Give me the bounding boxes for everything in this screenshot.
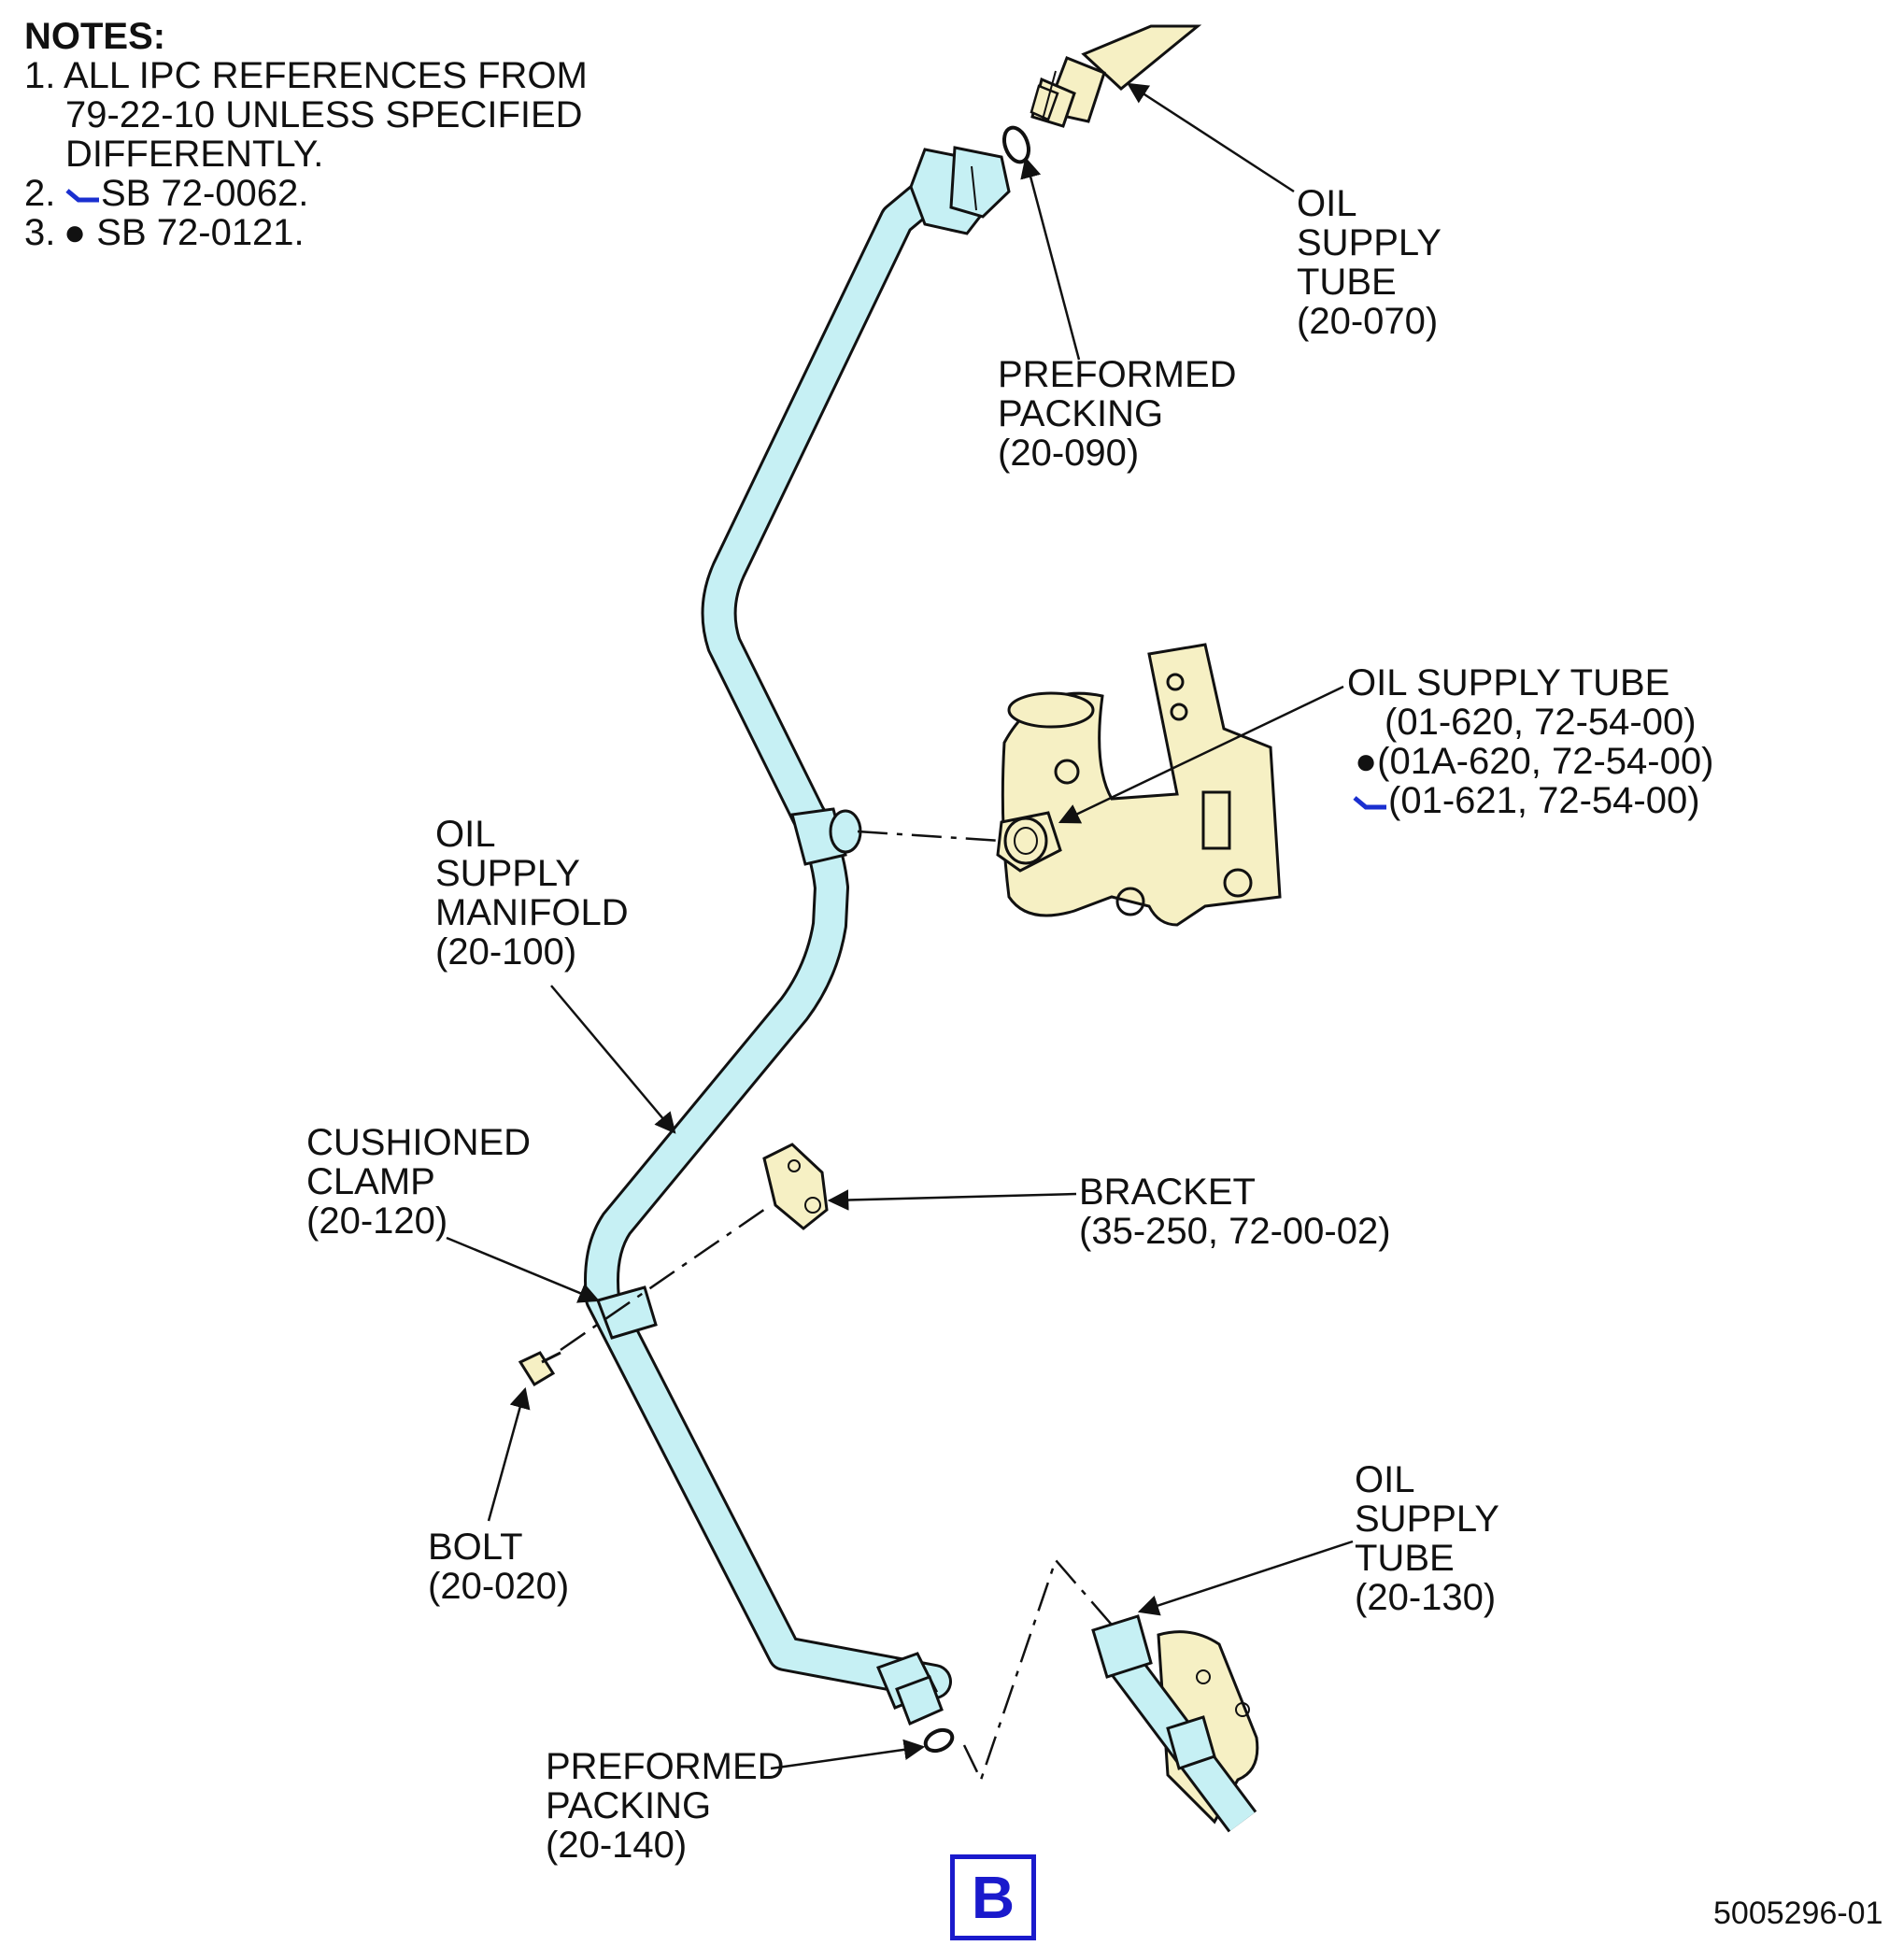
label-line: (01-621, 72-54-00) [1388, 780, 1700, 821]
label-line: (01-620, 72-54-00) [1385, 702, 1697, 743]
label-bracket-35-250: BRACKET (35-250, 72-00-02) [1079, 1172, 1391, 1251]
label-line: OIL [435, 814, 496, 855]
document-number: 5005296-01 [1713, 1896, 1883, 1931]
note-2: 2. SB 72-0062. [24, 174, 588, 213]
preformed-packing-top-part [1001, 125, 1031, 164]
label-line: (20-020) [428, 1566, 570, 1607]
note-3: 3.● SB 72-0121. [24, 213, 588, 252]
oil-supply-tube-bottom-part [1091, 1614, 1259, 1833]
note-3-number: 3. [24, 212, 56, 253]
label-line: (20-130) [1355, 1577, 1497, 1618]
label-oil-supply-tube-20-070: OIL SUPPLY TUBE (20-070) [1297, 184, 1442, 341]
black-dot-icon: ● [1355, 741, 1378, 782]
label-line: CUSHIONED [306, 1122, 532, 1163]
oil-supply-manifold-part [584, 146, 1011, 1726]
label-line: (20-070) [1297, 301, 1439, 342]
note-1-line-2: 79-22-10 UNLESS SPECIFIED [65, 94, 583, 135]
label-line: BOLT [428, 1527, 523, 1568]
label-line: (01A-620, 72-54-00) [1377, 741, 1714, 782]
label-oil-supply-tube-20-130: OIL SUPPLY TUBE (20-130) [1355, 1460, 1499, 1617]
label-line: OIL SUPPLY TUBE [1347, 662, 1670, 703]
label-line: PREFORMED [998, 354, 1237, 395]
note-1-number: 1. [24, 55, 56, 96]
label-line: (20-100) [435, 931, 577, 973]
label-line: OIL [1297, 183, 1357, 224]
label-line: SUPPLY [1297, 222, 1442, 263]
leader-lines [446, 82, 1354, 1770]
black-dot-icon: ● [64, 212, 97, 253]
label-preformed-packing-20-140: PREFORMED PACKING (20-140) [546, 1747, 785, 1865]
label-line: (20-140) [546, 1825, 688, 1866]
note-1: 1.ALL IPC REFERENCES FROM [24, 56, 588, 95]
note-2-number: 2. [24, 173, 56, 214]
label-line: BRACKET [1079, 1172, 1256, 1213]
preformed-packing-bottom-part [923, 1727, 955, 1754]
label-line: (35-250, 72-00-02) [1079, 1211, 1391, 1252]
note-1-line-3: DIFFERENTLY. [65, 134, 324, 175]
label-cushioned-clamp-20-120: CUSHIONED CLAMP (20-120) [306, 1123, 531, 1241]
view-label-box: B [950, 1854, 1036, 1940]
label-line: (20-090) [998, 433, 1140, 474]
note-2-text: SB 72-0062. [101, 173, 309, 214]
oil-supply-tube-top-part [1030, 24, 1202, 128]
assembly-centerlines [560, 830, 1117, 1783]
label-line-with-check: (01-621, 72-54-00) [1347, 781, 1713, 820]
label-line: (20-120) [306, 1200, 448, 1242]
label-line: MANIFOLD [435, 892, 629, 933]
label-oil-supply-tube-01-620: OIL SUPPLY TUBE (01-620, 72-54-00) ●(01A… [1347, 663, 1713, 820]
label-line: TUBE [1355, 1538, 1455, 1579]
label-line: SUPPLY [1355, 1498, 1499, 1540]
label-line: PACKING [998, 393, 1164, 434]
note-3-text: SB 72-0121. [96, 212, 305, 253]
label-line: PACKING [546, 1785, 712, 1826]
bracket-part [762, 1143, 829, 1230]
label-line: OIL [1355, 1459, 1415, 1500]
label-oil-supply-manifold-20-100: OIL SUPPLY MANIFOLD (20-100) [435, 815, 629, 972]
label-line: PREFORMED [546, 1746, 785, 1787]
label-bolt-20-020: BOLT (20-020) [428, 1527, 569, 1606]
label-line: CLAMP [306, 1161, 435, 1202]
notes-block: NOTES: 1.ALL IPC REFERENCES FROM 79-22-1… [24, 17, 588, 252]
note-1-line-1: ALL IPC REFERENCES FROM [64, 55, 588, 96]
bolt-part [518, 1351, 561, 1387]
label-line-with-dot: ●(01A-620, 72-54-00) [1347, 742, 1713, 781]
blue-check-icon [64, 176, 101, 203]
label-preformed-packing-20-090: PREFORMED PACKING (20-090) [998, 355, 1237, 473]
oil-supply-tube-mid-part [996, 643, 1282, 927]
label-line: TUBE [1297, 262, 1397, 303]
label-line: SUPPLY [435, 853, 580, 894]
notes-title: NOTES: [24, 16, 166, 57]
blue-check-icon [1351, 783, 1388, 810]
